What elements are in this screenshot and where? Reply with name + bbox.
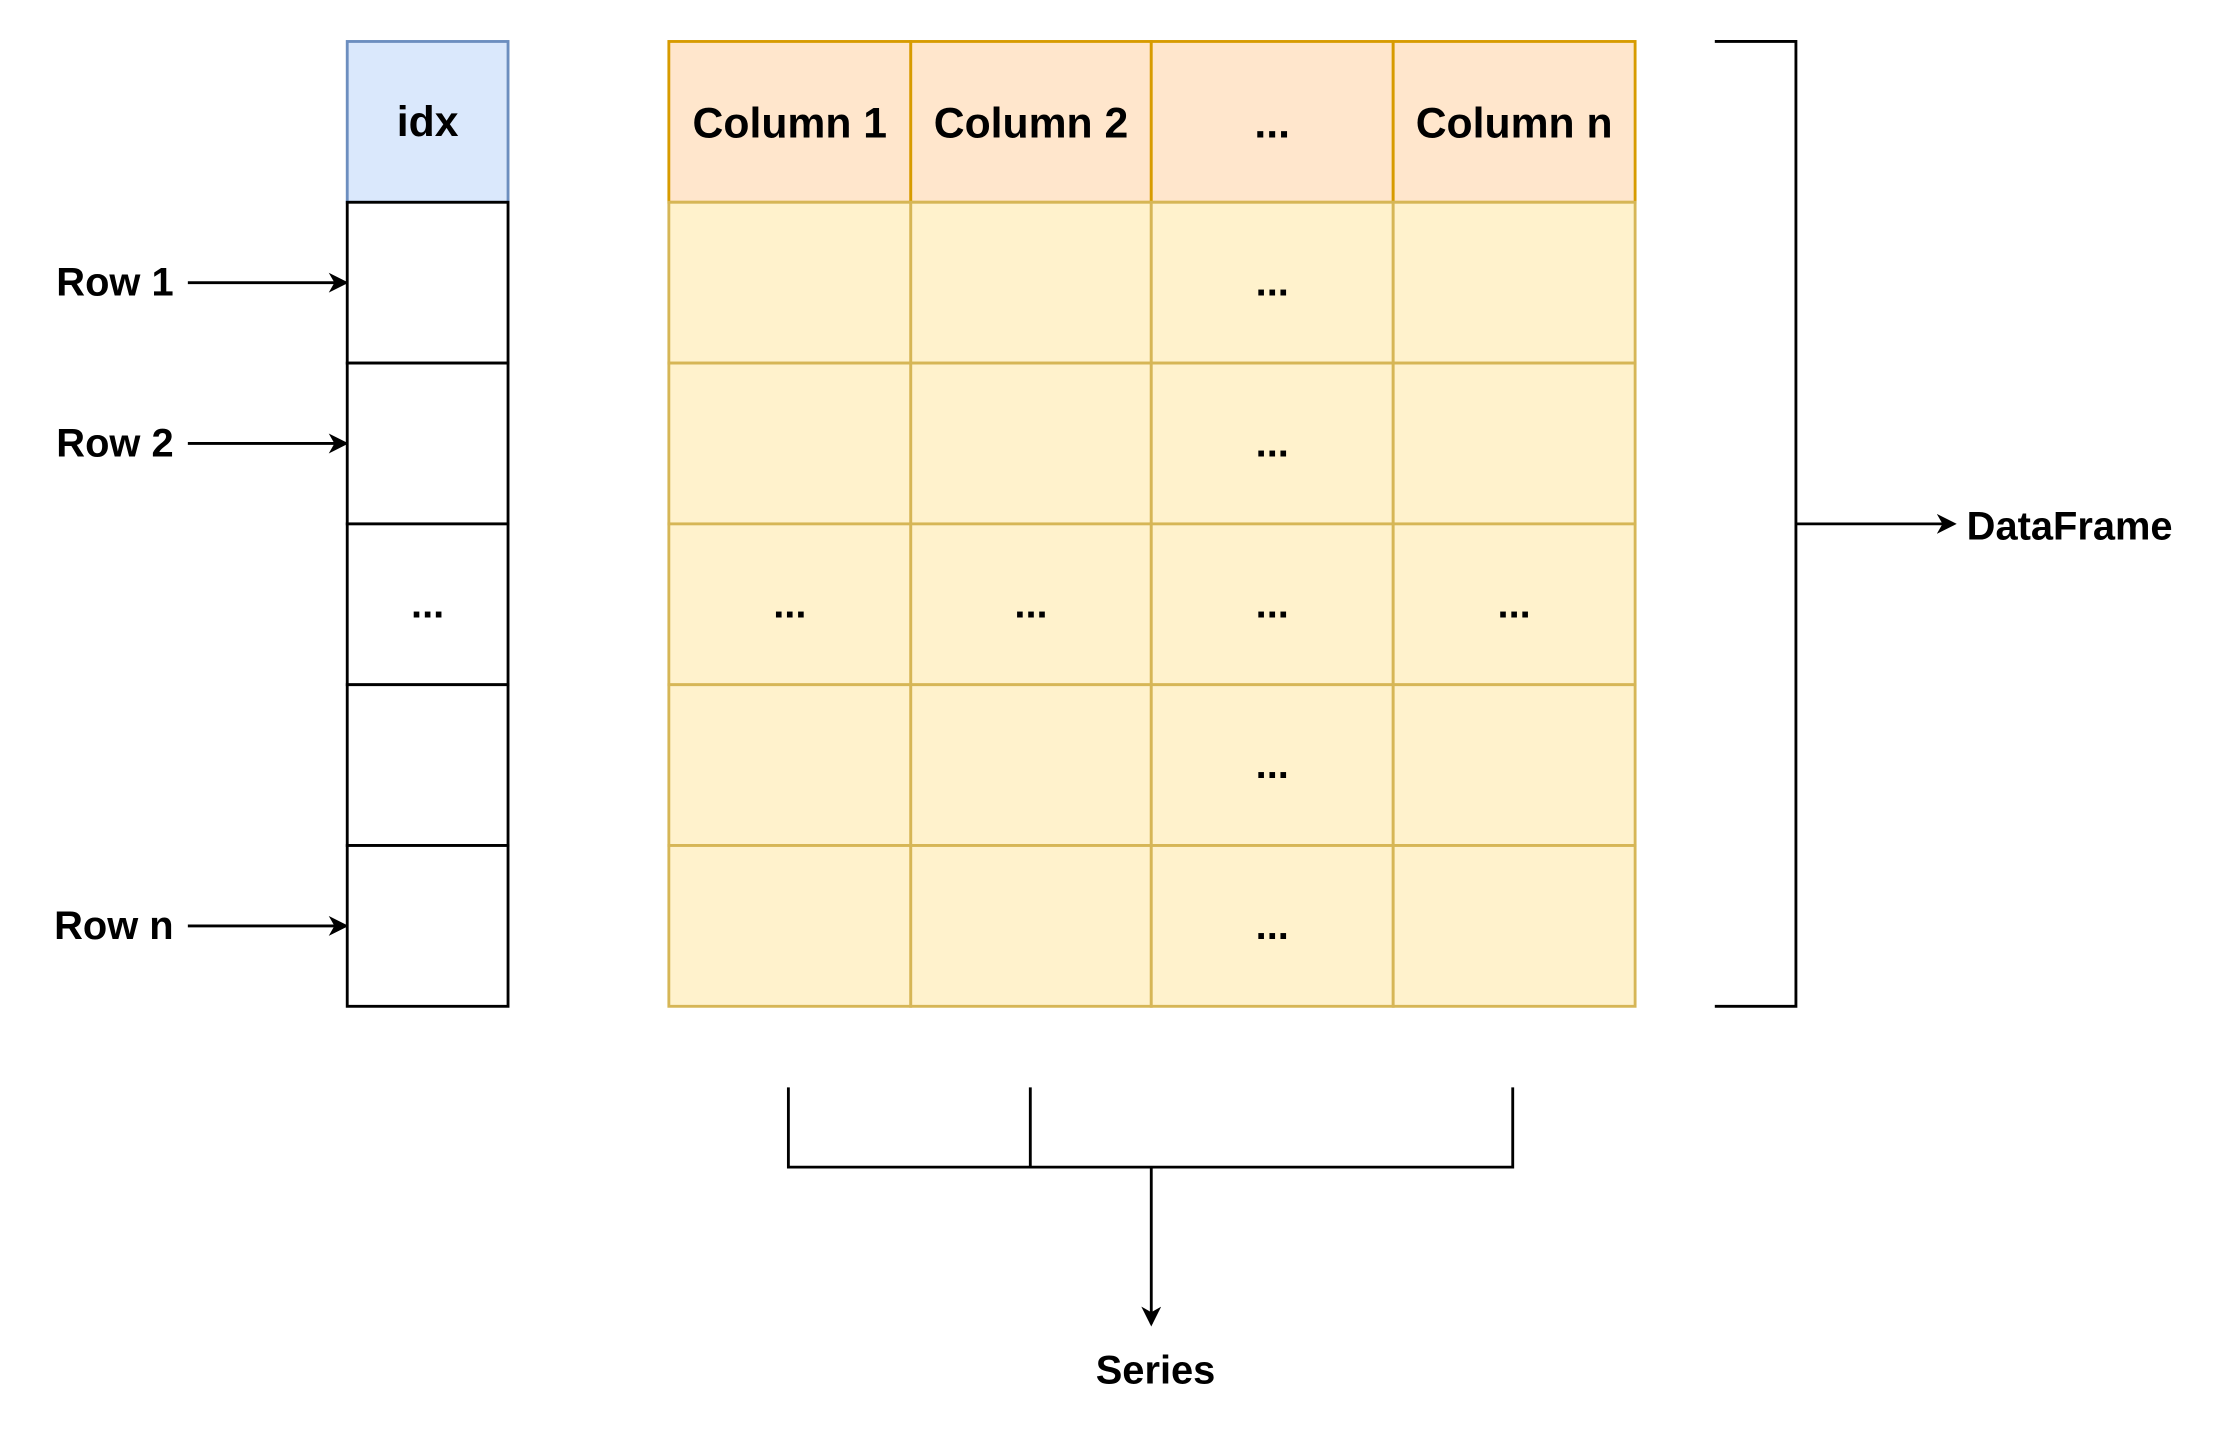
table-cell bbox=[1391, 200, 1637, 365]
index-header-cell bbox=[345, 40, 510, 204]
dataframe-label: DataFrame bbox=[1967, 505, 2173, 549]
index-cells: ... bbox=[345, 200, 510, 1008]
table-cell-text: ... bbox=[1498, 582, 1531, 626]
table-cell bbox=[667, 683, 913, 847]
index-cell bbox=[345, 522, 510, 687]
table-cell bbox=[909, 522, 1153, 687]
row-labels: Row 1 Row 2 Row n bbox=[54, 261, 349, 948]
table-cell bbox=[1149, 361, 1395, 526]
table-cell bbox=[1391, 361, 1637, 526]
table-cell bbox=[667, 844, 913, 1008]
table-cell-text: ... bbox=[1256, 904, 1289, 948]
table-cell-text: ... bbox=[773, 582, 806, 626]
table-cell bbox=[667, 200, 913, 365]
dataframe-bracket: DataFrame bbox=[1714, 40, 2173, 1008]
series-bracket: Series bbox=[786, 1087, 1515, 1393]
column-header-label: Column n bbox=[1416, 99, 1613, 147]
index-header-label: idx bbox=[397, 98, 459, 146]
table-cell-text: ... bbox=[1256, 582, 1289, 626]
column-header-label: Column 2 bbox=[934, 99, 1128, 147]
table-cell bbox=[909, 200, 1153, 365]
table-cell-text: ... bbox=[1014, 582, 1047, 626]
table-cell bbox=[1391, 683, 1637, 847]
column-header-cell bbox=[909, 40, 1153, 204]
index-cell-text: ... bbox=[411, 582, 444, 626]
dataframe-bracket-line bbox=[1714, 40, 1798, 1008]
table-cell bbox=[1149, 844, 1395, 1008]
series-bracket-line bbox=[786, 1087, 1515, 1169]
data-table: Column 1 Column 2... Column n ............… bbox=[667, 40, 1637, 1008]
row-label: Row n bbox=[54, 904, 173, 948]
table-cell bbox=[1391, 522, 1637, 687]
table-cell bbox=[667, 361, 913, 526]
index-cell bbox=[345, 200, 510, 365]
index-cell bbox=[345, 683, 510, 847]
table-cell-text: ... bbox=[1256, 743, 1289, 787]
series-label: Series bbox=[1096, 1349, 1216, 1393]
row-label: Row 2 bbox=[56, 421, 173, 465]
table-cell bbox=[909, 683, 1153, 847]
table-cell bbox=[909, 361, 1153, 526]
table-cell bbox=[1391, 844, 1637, 1008]
column-header-label: Column 1 bbox=[693, 99, 887, 147]
column-header-label: ... bbox=[1254, 99, 1290, 147]
index-column: idx ... bbox=[345, 40, 510, 1008]
column-header-cell bbox=[1391, 40, 1637, 204]
index-cell bbox=[345, 361, 510, 526]
table-cell bbox=[909, 844, 1153, 1008]
table-body: ........................ bbox=[667, 200, 1637, 1008]
row-label: Row 1 bbox=[56, 261, 173, 305]
table-header-row: Column 1 Column 2... Column n bbox=[667, 40, 1637, 204]
column-header-cell bbox=[667, 40, 913, 204]
table-cell-text: ... bbox=[1256, 421, 1289, 465]
index-cell bbox=[345, 844, 510, 1008]
table-cell-text: ... bbox=[1256, 261, 1289, 305]
